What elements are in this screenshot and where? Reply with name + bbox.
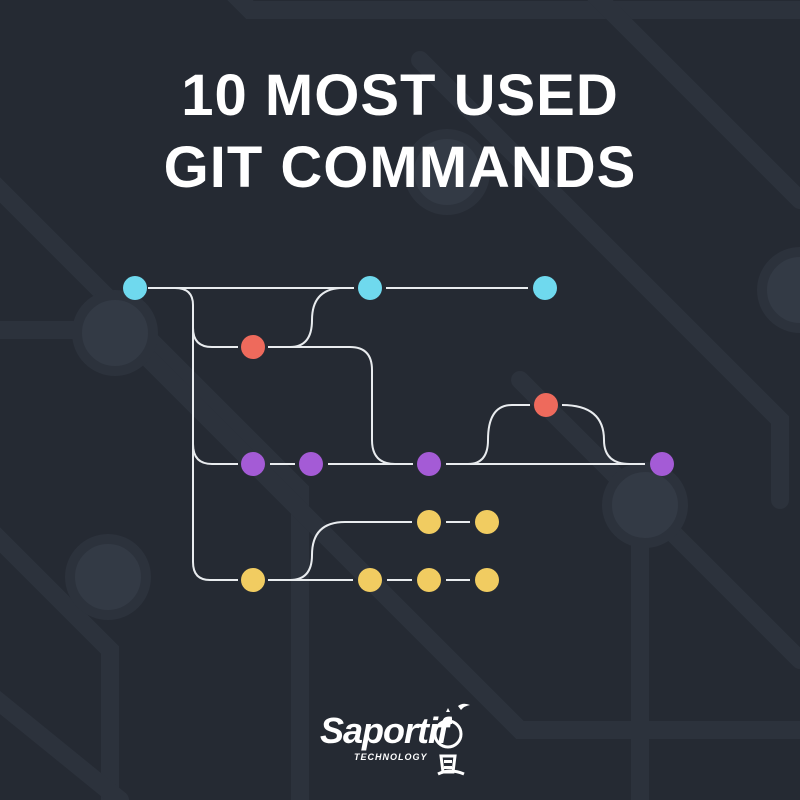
commit-node-red [534,393,558,417]
purple-red-branch [467,404,530,465]
branch-to-purple [192,443,238,465]
logo-wordmark: Saportif [320,710,449,751]
commit-node-yellow [417,568,441,592]
commit-node-purple [417,452,441,476]
commit-node-cyan [358,276,382,300]
red-to-purple [268,346,413,465]
title-line-1: 10 MOST USED [181,63,619,128]
commit-node-yellow [241,568,265,592]
commit-node-yellow [475,510,499,534]
commit-node-purple [299,452,323,476]
commit-node-yellow [475,568,499,592]
commit-node-red [241,335,265,359]
commit-node-purple [650,452,674,476]
poster-title: 10 MOST USED GIT COMMANDS [0,60,800,204]
title-line-2: GIT COMMANDS [163,135,637,200]
commit-node-purple [241,452,265,476]
red-merge-up [268,287,341,348]
purple-red-merge [561,404,631,465]
commit-node-yellow [417,510,441,534]
commit-node-cyan [533,276,557,300]
commit-node-yellow [358,568,382,592]
commit-node-cyan [123,276,147,300]
branch-trunk [174,287,238,581]
logo-subtitle: TECHNOLOGY [354,752,428,762]
lighthouse-logo-icon [433,703,470,776]
brand-logo: Saportif TECHNOLOGY [310,700,490,780]
yellow-branch-up [289,521,412,581]
branch-to-red [192,327,238,348]
